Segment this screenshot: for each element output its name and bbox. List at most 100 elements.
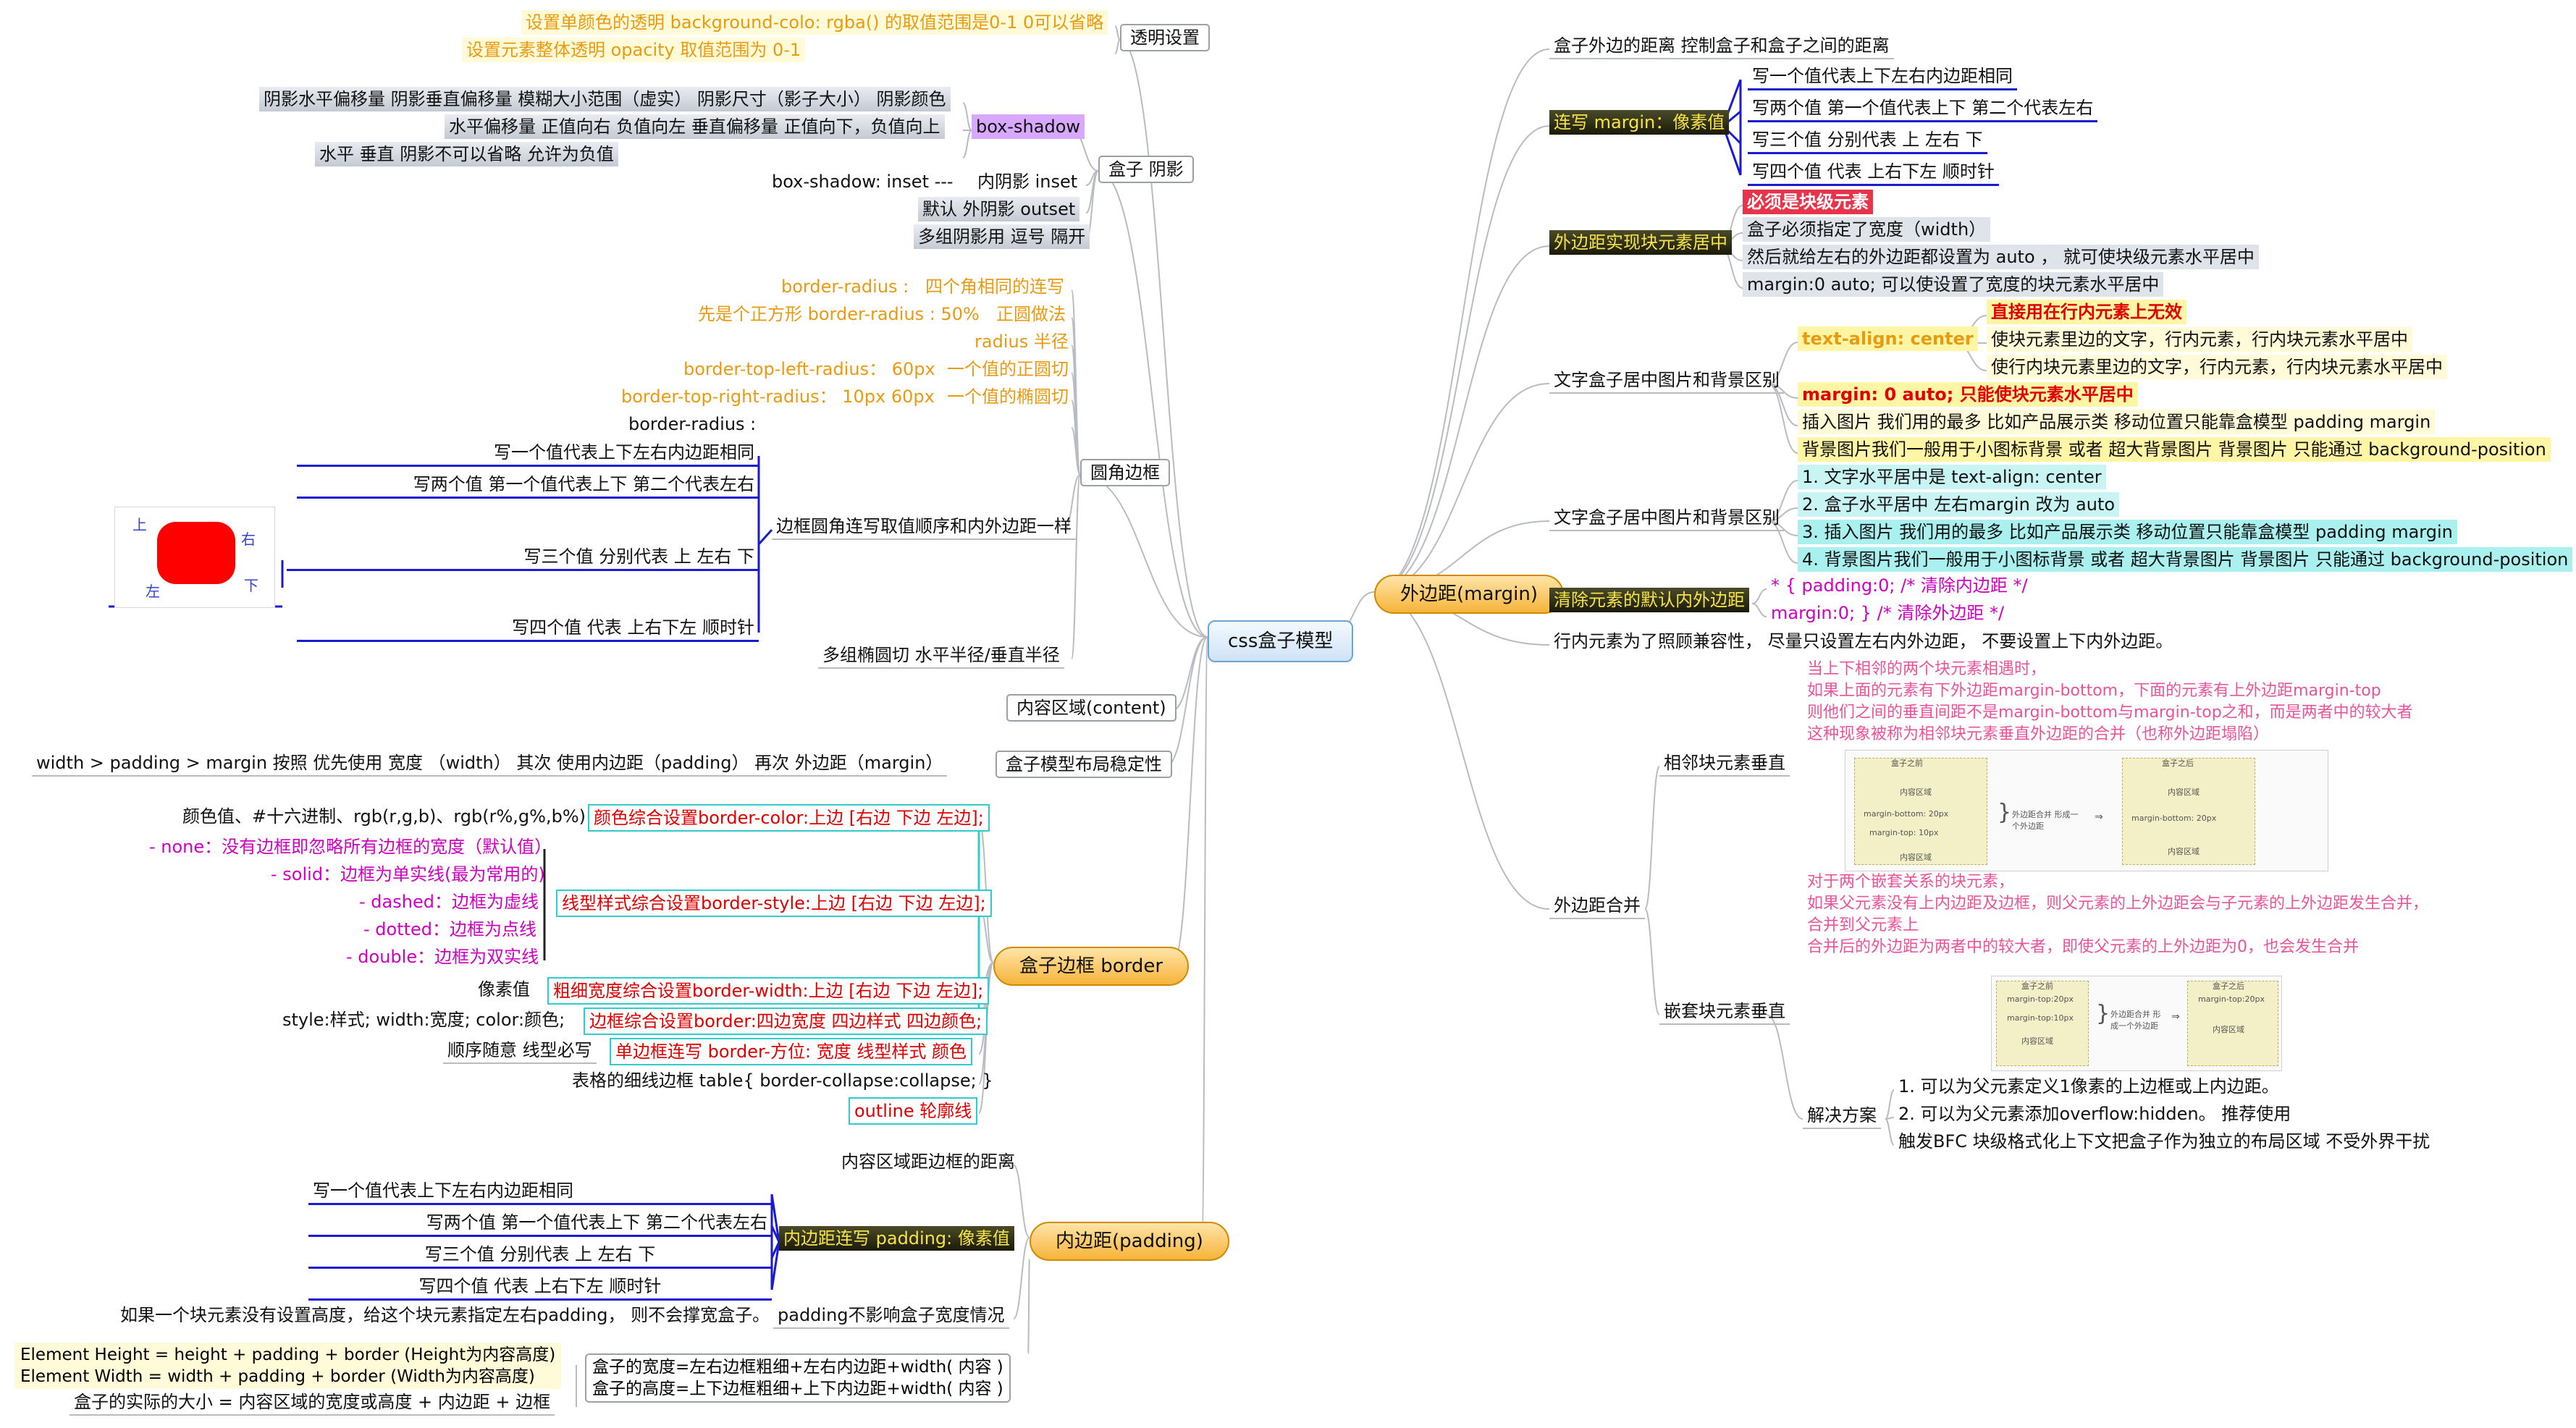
- radius-order-head: border-radius :: [628, 414, 757, 434]
- central-topic[interactable]: css盒子模型: [1208, 620, 1354, 662]
- order-free: 顺序随意 线型必写: [443, 1038, 597, 1064]
- link-center-left-0: [1119, 39, 1208, 638]
- link-radius-order: [1064, 474, 1081, 531]
- nested-blocks[interactable]: 嵌套块元素垂直: [1659, 999, 1790, 1025]
- clear-default-margins[interactable]: 清除元素的默认内外边距: [1549, 588, 1749, 612]
- padding-three-values: 写三个值 分别代表 上 左右 下: [308, 1242, 772, 1269]
- padding-two-values: 写两个值 第一个值代表上下 第二个代表左右: [308, 1210, 772, 1237]
- nested-note-2: 如果父元素没有上内边距及边框，则父元素的上外边距会与子元素的上外边距发生合并，: [1807, 895, 2429, 913]
- link-clear-1: [1751, 588, 1767, 604]
- link-margin-3: [1373, 383, 1550, 593]
- arrow-icon: ⇒: [2095, 811, 2103, 823]
- border-color[interactable]: 颜色综合设置border-color:上边 [右边 下边 左边];: [588, 804, 990, 832]
- radius-four-corners: 四个角相同的连写: [925, 276, 1064, 297]
- link-padding-dist: [1013, 1165, 1030, 1238]
- padding-width-note-detail: 如果一个块元素没有设置高度，给这个块元素指定左右padding， 则不会撑宽盒子…: [120, 1305, 770, 1325]
- element-size-formulas: Element Height = height + padding + bord…: [14, 1343, 562, 1389]
- bracket-radius-join: [757, 528, 773, 546]
- text-img-bg-difference-2[interactable]: 文字盒子居中图片和背景区别: [1549, 505, 1784, 531]
- branch-border-radius[interactable]: 圆角边框: [1080, 459, 1170, 486]
- border-solid: - solid：边框为单实线(最为常用的): [271, 864, 545, 884]
- adjacent-collapse-diagram: 盒子之前 内容区域 margin-bottom: 20px margin-top…: [1845, 750, 2328, 871]
- outline[interactable]: outline 轮廓线: [849, 1097, 978, 1125]
- radius-top-left: border-top-left-radius： 60px: [683, 359, 935, 379]
- single-side-border[interactable]: 单边框连写 border-方位: 宽度 线型样式 颜色: [610, 1038, 972, 1065]
- text-align-center[interactable]: text-align: center: [1798, 326, 1978, 351]
- branch-margin[interactable]: 外边距(margin): [1374, 575, 1564, 614]
- radius-meaning: radius 半径: [975, 331, 1069, 352]
- nested-brace-icon: }: [2096, 1001, 2110, 1026]
- summary-4: 4. 背景图片我们一般用于小图标背景 或者 超大背景图片 背景图片 只能通过 b…: [1798, 547, 2573, 572]
- radius-order[interactable]: 边框圆角连写取值顺序和内外边距一样: [772, 514, 1076, 540]
- radius-circle: 正圆做法: [996, 304, 1066, 324]
- merged-label: 外边距合并 形成一个外边距: [2012, 810, 2079, 831]
- link-border-6: [978, 962, 994, 1114]
- text-img-bg-difference-1[interactable]: 文字盒子居中图片和背景区别: [1549, 368, 1784, 394]
- link-center-left-5: [1172, 636, 1208, 963]
- text-align-inline-block: 使行内块元素里边的文字，行内元素，行内块元素水平居中: [1987, 355, 2447, 379]
- nested-note-4: 合并后的外边距为两者中的较大者，即使父元素的上外边距为0，也会发生合并: [1807, 938, 2359, 956]
- margin-collapse[interactable]: 外边距合并: [1549, 893, 1645, 919]
- border-shorthand[interactable]: 边框综合设置border:四边宽度 四边样式 四边颜色;: [584, 1007, 988, 1035]
- padding-distance: 内容区域距边框的距离: [841, 1152, 1015, 1172]
- adjacent-note-4: 这种现象被称为相邻块元素垂直外边距的合并（也称外边距塌陷）: [1807, 725, 2270, 743]
- margin-definition: 盒子外边的距离 控制盒子和盒子之间的距离: [1549, 33, 1894, 59]
- link-margin-7: [1373, 591, 1550, 910]
- box-height-formula: 盒子的高度=上下边框粗细+上下内边距+width( 内容 ): [592, 1380, 1003, 1398]
- table-collapse: 表格的细线边框 table{ border-collapse:collapse;…: [572, 1070, 993, 1091]
- before-box: 盒子之前 内容区域 margin-bottom: 20px margin-top…: [1854, 758, 1987, 865]
- border-dashed: - dashed：边框为虚线: [359, 892, 539, 912]
- branch-layout-stability[interactable]: 盒子模型布局稳定性: [996, 751, 1172, 778]
- box-shadow-inset-syntax: box-shadow: inset ---: [772, 172, 954, 192]
- opacity-transparency: 设置元素整体透明 opacity 取值范围为 0-1: [462, 38, 806, 62]
- bracket-padding-1: [770, 1225, 780, 1243]
- margin-auto-block-only: margin: 0 auto; 只能使块元素水平居中: [1798, 382, 2138, 407]
- inline-element-note: 行内元素为了照顾兼容性， 尽量只设置左右内外边距， 不要设置上下内外边距。: [1554, 631, 2173, 651]
- link-tr-1: [1114, 25, 1121, 41]
- margin-shorthand[interactable]: 连写 margin：像素值: [1549, 110, 1730, 135]
- link-margin-2: [1373, 245, 1550, 593]
- must-be-block: 必须是块级元素: [1743, 190, 1873, 214]
- sketch-label-right: 右: [241, 531, 256, 548]
- margin-two-values: 写两个值 第一个值代表上下 第二个代表左右: [1748, 96, 2098, 122]
- radius-one-value-ellipse: 一个值的椭圆切: [947, 386, 1069, 407]
- margin-center-block[interactable]: 外边距实现块元素居中: [1549, 230, 1732, 255]
- padding-one-value: 写一个值代表上下左右内边距相同: [308, 1178, 772, 1205]
- sketch-label-bottom: 下: [244, 577, 258, 594]
- branch-content[interactable]: 内容区域(content): [1006, 694, 1177, 722]
- border-color-values: 颜色值、#十六进制、rgb(r,g,b)、rgb(r%,g%,b%): [182, 806, 586, 827]
- link-text-align: [1767, 342, 1798, 384]
- radius-top-right: border-top-right-radius： 10px 60px: [621, 386, 935, 407]
- brace-icon: }: [1998, 800, 2012, 825]
- summary-3: 3. 插入图片 我们用的最多 比如产品展示类 移动位置只能靠盒模型 paddin…: [1798, 520, 2457, 544]
- adjacent-note-2: 如果上面的元素有下外边距margin-bottom，下面的元素有上外边距marg…: [1807, 682, 2381, 700]
- radius-syntax: border-radius :: [781, 276, 909, 297]
- margin-0-auto: margin:0 auto; 可以使设置了宽度的块元素水平居中: [1743, 272, 2164, 297]
- summary-2: 2. 盒子水平居中 左右margin 改为 auto: [1798, 492, 2120, 517]
- element-height: Element Height = height + padding + bord…: [20, 1345, 556, 1364]
- radius-order-2: 写两个值 第一个值代表上下 第二个代表左右: [297, 472, 759, 499]
- nested-collapse-diagram: 盒子之前 margin-top:20px margin-top:10px 内容区…: [1991, 976, 2282, 1071]
- nested-merged-label: 外边距合并 形成一个外边距: [2110, 1010, 2161, 1031]
- branch-transparency[interactable]: 透明设置: [1120, 24, 1210, 51]
- border-style[interactable]: 线型样式综合设置border-style:上边 [右边 下边 左边];: [556, 890, 992, 917]
- actual-box-size: 盒子的实际的大小 = 内容区域的宽度或高度 + 内边距 + 边框: [70, 1390, 555, 1416]
- adjacent-note-1: 当上下相邻的两个块元素相遇时，: [1807, 660, 2047, 678]
- adjacent-blocks[interactable]: 相邻块元素垂直: [1659, 751, 1790, 777]
- padding-width-note[interactable]: padding不影响盒子宽度情况: [773, 1303, 1009, 1329]
- padding-four-values: 写四个值 代表 上右下左 顺时针: [308, 1274, 772, 1301]
- branch-box-shadow[interactable]: 盒子 阴影: [1098, 156, 1194, 183]
- box-shadow-property[interactable]: box-shadow: [972, 114, 1085, 139]
- clear-code-line-1: * { padding:0; /* 清除内边距 */: [1771, 575, 2028, 596]
- shadow-params-2: 水平偏移量 正值向右 负值向左 垂直偏移量 正值向下，负值向上: [445, 114, 945, 139]
- radius-one-value-circle: 一个值的正圆切: [947, 359, 1069, 379]
- solution[interactable]: 解决方案: [1803, 1103, 1881, 1129]
- branch-padding[interactable]: 内边距(padding): [1030, 1222, 1229, 1261]
- branch-border[interactable]: 盒子边框 border: [993, 947, 1190, 986]
- border-width[interactable]: 粗细宽度综合设置border-width:上边 [右边 下边 左边];: [547, 977, 990, 1005]
- padding-shorthand[interactable]: 内边距连写 padding: 像素值: [779, 1226, 1014, 1251]
- insert-image: 插入图片 我们用的最多 比如产品展示类 移动位置只能靠盒模型 padding m…: [1798, 410, 2436, 434]
- box-size-card: 盒子的宽度=左右边框粗细+左右内边距+width( 内容 ) 盒子的高度=上下边…: [585, 1353, 1011, 1403]
- link-list2-3: [1767, 520, 1798, 564]
- link-bs-0: [962, 102, 972, 131]
